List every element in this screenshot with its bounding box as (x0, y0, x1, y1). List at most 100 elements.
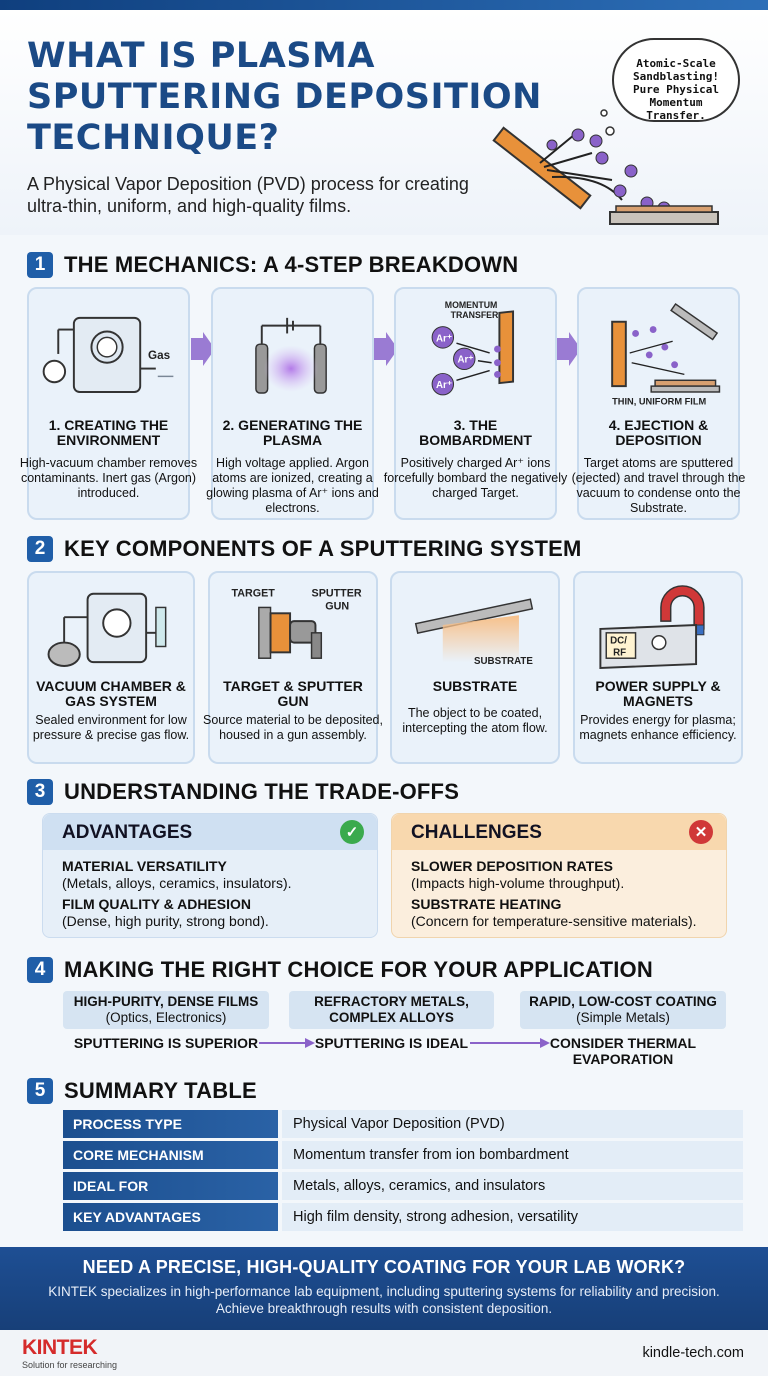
website-link[interactable]: kindle-tech.com (642, 1345, 744, 1361)
svg-text:Ar⁺: Ar⁺ (457, 355, 473, 366)
component-card-power: DC/ RF POWER SUPPLY & MAGNETS Provides e… (573, 571, 743, 764)
advantages-panel: ADVANTAGES ✓ MATERIAL VERSATILITY (Metal… (42, 813, 378, 938)
table-key: CORE MECHANISM (63, 1141, 278, 1169)
advantage-title: MATERIAL VERSATILITY (62, 858, 227, 874)
vacuum-chamber-icon: Gas (42, 316, 174, 393)
section-4-heading: 4 MAKING THE RIGHT CHOICE FOR YOUR APPLI… (27, 957, 653, 983)
ion-bombardment-icon: MOMENTUM TRANSFER Ar⁺ Ar⁺ Ar⁺ (431, 300, 515, 396)
arrow-right-icon (259, 1038, 315, 1048)
table-row: IDEAL FOR Metals, alloys, ceramics, and … (63, 1172, 743, 1200)
section-number: 2 (27, 536, 53, 562)
thought-bubble: Atomic-Scale Sandblasting! Pure Physical… (612, 38, 740, 122)
choice-result: SPUTTERING IS IDEAL (314, 1035, 469, 1051)
page-subtitle: A Physical Vapor Deposition (PVD) proces… (27, 174, 469, 216)
choice-result: SPUTTERING IS SUPERIOR (73, 1035, 259, 1051)
vacuum-pump-icon (47, 592, 167, 667)
step-description: Target atoms are sputtered (ejected) and… (571, 456, 746, 515)
svg-text:Ar⁺: Ar⁺ (436, 380, 452, 391)
choice-need-box: RAPID, LOW-COST COATING (Simple Metals) (520, 991, 726, 1029)
component-title: TARGET & SPUTTER GUN (223, 678, 363, 709)
step-card-environment: Gas 1. CREATING THE ENVIRONMENT High-vac… (20, 287, 197, 520)
step-card-deposition: THIN, UNIFORM FILM 4. EJECTION & DEPOSIT… (572, 287, 745, 520)
section-3-heading: 3 UNDERSTANDING THE TRADE-OFFS (27, 779, 459, 805)
step-arrow-icon (557, 332, 581, 366)
table-value: Metals, alloys, ceramics, and insulators (282, 1172, 743, 1200)
svg-text:GUN: GUN (325, 600, 349, 612)
substrate-icon: SUBSTRATE (414, 598, 533, 667)
component-title: SUBSTRATE (432, 678, 518, 694)
top-accent-bar (0, 0, 768, 10)
choice-result: CONSIDER THERMAL EVAPORATION (549, 1035, 697, 1067)
plasma-electrodes-icon (255, 317, 327, 394)
section-title: UNDERSTANDING THE TRADE-OFFS (64, 779, 460, 804)
challenges-panel: CHALLENGES ✕ SLOWER DEPOSITION RATES (Im… (391, 813, 727, 938)
momentum-transfer-label: MOMENTUM (445, 300, 498, 310)
panel-header (392, 814, 726, 850)
cta-title: NEED A PRECISE, HIGH-QUALITY COATING FOR… (82, 1257, 686, 1277)
component-card-vacuum: VACUUM CHAMBER & GAS SYSTEM Sealed envir… (27, 571, 195, 764)
step-description: High voltage applied. Argon atoms are io… (206, 456, 379, 515)
gas-label: Gas (148, 349, 171, 362)
section-number: 3 (27, 779, 53, 805)
component-description: The object to be coated, intercepting th… (402, 706, 548, 735)
section-number: 1 (27, 252, 53, 278)
step-card-bombardment: MOMENTUM TRANSFER Ar⁺ Ar⁺ Ar⁺ 3. THE BOM… (384, 287, 567, 520)
section-1-heading: 1 THE MECHANICS: A 4-STEP BREAKDOWN (27, 252, 518, 278)
component-card-target: TARGET SPUTTER GUN TARGET & SPUTTER GUN … (203, 571, 383, 764)
dc-label: DC/ (610, 636, 627, 647)
advantage-description: (Dense, high purity, strong bond). (62, 913, 269, 929)
step-title: 3. THE BOMBARDMENT (419, 417, 532, 448)
section-number: 4 (27, 957, 53, 983)
component-title: VACUUM CHAMBER & GAS SYSTEM (36, 678, 186, 709)
power-supply-magnet-icon: DC/ RF (599, 585, 705, 669)
panel-header (43, 814, 377, 850)
component-title: POWER SUPPLY & MAGNETS (595, 678, 721, 709)
step-title: 4. EJECTION & DEPOSITION (608, 417, 709, 448)
step-description: High-vacuum chamber removes contaminants… (19, 456, 198, 500)
component-card-substrate: SUBSTRATE SUBSTRATE The object to be coa… (390, 571, 560, 764)
logo-tagline: Solution for researching (22, 1360, 118, 1370)
table-key: IDEAL FOR (63, 1172, 278, 1200)
footer: KINTEK Solution for researching kindle-t… (0, 1330, 768, 1376)
panel-title: CHALLENGES (411, 822, 542, 843)
section-5-heading: 5 SUMMARY TABLE (27, 1078, 257, 1104)
ion-label: Ar⁺ (436, 333, 452, 344)
step-card-plasma: 2. GENERATING THE PLASMA High voltage ap… (206, 287, 379, 520)
challenge-title: SLOWER DEPOSITION RATES (411, 858, 613, 874)
call-to-action-banner: NEED A PRECISE, HIGH-QUALITY COATING FOR… (0, 1247, 768, 1330)
component-description: Provides energy for plasma; magnets enha… (579, 713, 737, 742)
choice-need: RAPID, LOW-COST COATING (529, 994, 717, 1009)
rf-label: RF (613, 647, 626, 658)
thin-film-label: THIN, UNIFORM FILM (612, 397, 706, 407)
table-value: Momentum transfer from ion bombardment (282, 1141, 743, 1169)
advantage-description: (Metals, alloys, ceramics, insulators). (62, 875, 292, 891)
sputtering-hero-illustration (492, 109, 719, 225)
x-icon: ✕ (689, 820, 713, 844)
section-title: THE MECHANICS: A 4-STEP BREAKDOWN (64, 252, 519, 277)
step-title: 1. CREATING THE ENVIRONMENT (48, 417, 169, 448)
choice-detail: (Optics, Electronics) (105, 1010, 227, 1025)
choice-need-box: HIGH-PURITY, DENSE FILMS (Optics, Electr… (63, 991, 269, 1029)
step-arrow-icon (191, 332, 215, 366)
challenge-title: SUBSTRATE HEATING (411, 896, 562, 912)
table-value: Physical Vapor Deposition (PVD) (282, 1110, 743, 1138)
choice-need: HIGH-PURITY, DENSE FILMS (73, 994, 259, 1009)
cta-text: KINTEK specializes in high-performance l… (48, 1284, 720, 1316)
choice-need-box: REFRACTORY METALS, COMPLEX ALLOYS (289, 991, 494, 1029)
table-row: PROCESS TYPE Physical Vapor Deposition (… (63, 1110, 743, 1138)
sputter-gun-icon: TARGET SPUTTER GUN (231, 588, 362, 659)
check-icon: ✓ (340, 820, 364, 844)
section-title: KEY COMPONENTS OF A SPUTTERING SYSTEM (64, 536, 582, 561)
page-title: WHAT IS PLASMA SPUTTERING DEPOSITION TEC… (27, 36, 542, 158)
section-title: MAKING THE RIGHT CHOICE FOR YOUR APPLICA… (64, 957, 653, 982)
panel-title: ADVANTAGES (62, 822, 193, 843)
section-number: 5 (27, 1078, 53, 1104)
step-description: Positively charged Ar⁺ ions forcefully b… (383, 456, 568, 500)
substrate-label: SUBSTRATE (474, 656, 533, 667)
table-row: CORE MECHANISM Momentum transfer from io… (63, 1141, 743, 1169)
component-description: Sealed environment for low pressure & pr… (32, 713, 190, 742)
challenge-description: (Impacts high-volume throughput). (411, 875, 625, 891)
choice-detail: (Simple Metals) (576, 1010, 670, 1025)
kintek-logo[interactable]: KINTEK (22, 1336, 98, 1359)
target-label: TARGET (231, 588, 275, 600)
